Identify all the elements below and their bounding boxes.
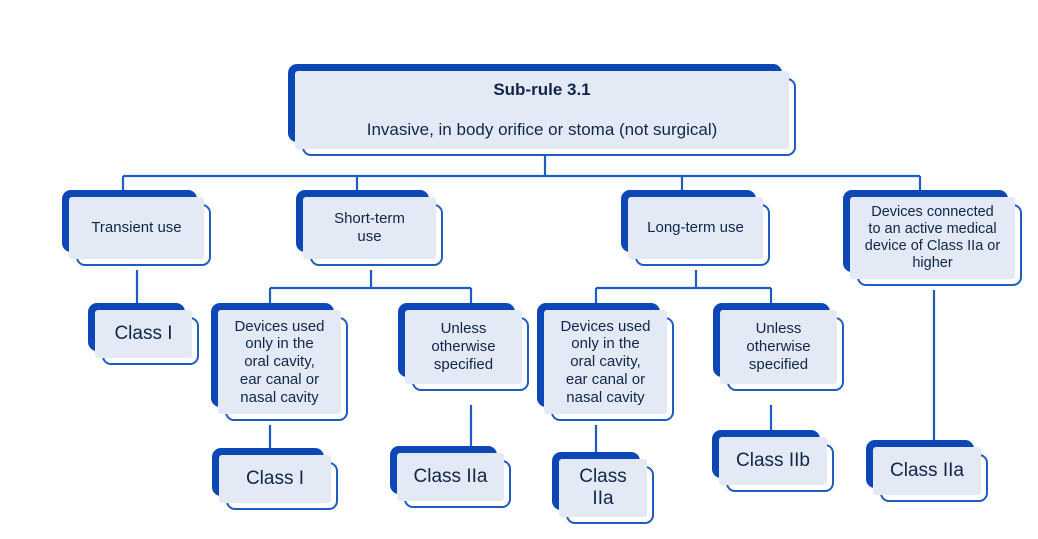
- node-class-iia-connected-label: Class IIa: [873, 447, 981, 495]
- node-unless-specified-short-term-label: Unless otherwise specified: [405, 310, 522, 384]
- node-unless-specified-long-term[interactable]: Unless otherwise specified: [713, 303, 844, 391]
- root-title-line2: Invasive, in body orifice or stoma (not …: [366, 120, 718, 140]
- node-long-term-use[interactable]: Long-term use: [621, 190, 770, 266]
- node-class-iia-connected[interactable]: Class IIa: [866, 440, 988, 502]
- node-class-i-oral-short[interactable]: Class I: [212, 448, 338, 510]
- node-class-i-oral-short-label: Class I: [219, 455, 331, 503]
- node-class-i-transient-label: Class I: [95, 310, 192, 358]
- node-oral-cavity-long-term[interactable]: Devices used only in the oral cavity, ea…: [537, 303, 674, 421]
- node-long-term-use-label: Long-term use: [628, 197, 763, 259]
- node-transient-use[interactable]: Transient use: [62, 190, 211, 266]
- node-connected-active-device[interactable]: Devices connected to an active medical d…: [843, 190, 1022, 286]
- node-oral-cavity-long-term-label: Devices used only in the oral cavity, ea…: [544, 310, 667, 414]
- node-unless-specified-short-term[interactable]: Unless otherwise specified: [398, 303, 529, 391]
- node-short-term-use[interactable]: Short-term use: [296, 190, 443, 266]
- node-class-iia-oral-long[interactable]: Class IIa: [552, 452, 654, 524]
- node-class-iia-unless-short-label: Class IIa: [397, 453, 504, 501]
- node-class-iia-unless-short[interactable]: Class IIa: [390, 446, 511, 508]
- node-connected-active-device-label: Devices connected to an active medical d…: [850, 197, 1015, 279]
- node-class-iib-unless-long[interactable]: Class IIb: [712, 430, 834, 492]
- root-title-line1: Sub-rule 3.1: [493, 79, 591, 99]
- node-class-iib-unless-long-label: Class IIb: [719, 437, 827, 485]
- node-transient-use-label: Transient use: [69, 197, 204, 259]
- node-class-i-transient[interactable]: Class I: [88, 303, 199, 365]
- node-root[interactable]: Sub-rule 3.1 Invasive, in body orifice o…: [288, 64, 796, 156]
- node-unless-specified-long-term-label: Unless otherwise specified: [720, 310, 837, 384]
- node-short-term-use-label: Short-term use: [303, 197, 436, 259]
- node-class-iia-oral-long-label: Class IIa: [559, 459, 647, 517]
- node-oral-cavity-short-term[interactable]: Devices used only in the oral cavity, ea…: [211, 303, 348, 421]
- node-root-label: Sub-rule 3.1 Invasive, in body orifice o…: [295, 71, 789, 149]
- node-oral-cavity-short-term-label: Devices used only in the oral cavity, ea…: [218, 310, 341, 414]
